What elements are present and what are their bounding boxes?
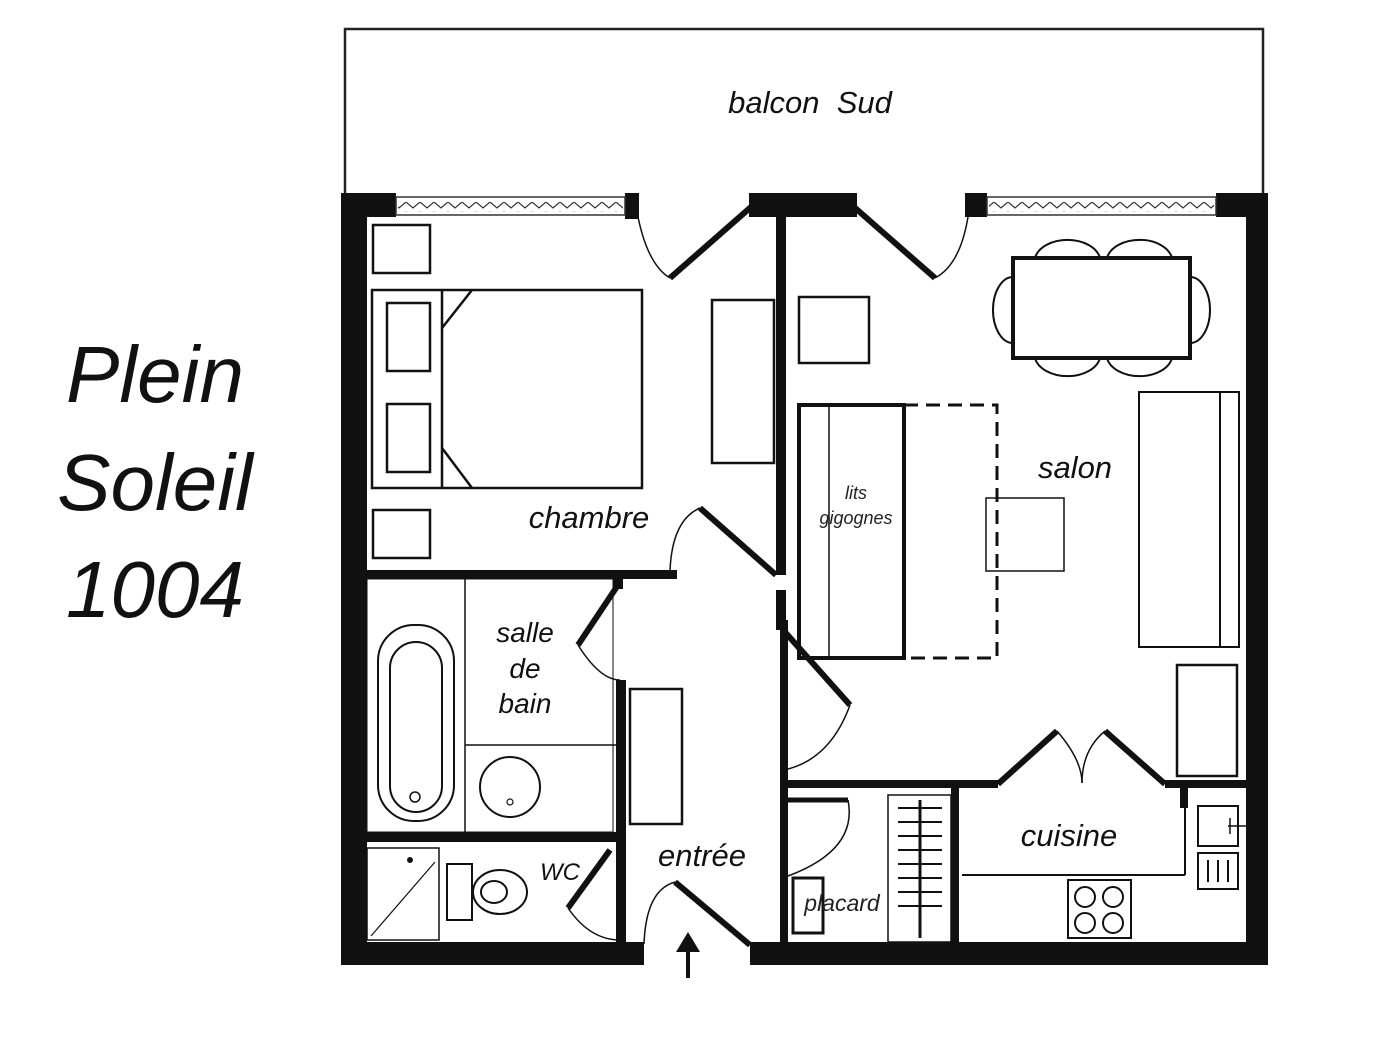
door-wc[interactable]: [565, 848, 621, 941]
door-salle-de-bain[interactable]: [575, 580, 623, 681]
label-cuisine: cuisine: [1021, 818, 1118, 853]
storage-cabinet: [628, 687, 684, 826]
label-gigognes: gigognes: [819, 508, 892, 528]
door-balcon-chambre[interactable]: [637, 204, 753, 281]
washbasin: [479, 756, 541, 818]
window-chambre: [395, 196, 626, 216]
door-salon[interactable]: [781, 629, 853, 771]
window-salon: [986, 196, 1217, 216]
nightstand-bottom: [371, 508, 432, 560]
label-salon: salon: [1038, 450, 1112, 485]
label-placard: placard: [803, 890, 881, 916]
door-placard[interactable]: [784, 797, 850, 877]
dining-table: [992, 238, 1211, 378]
tv-unit: [797, 295, 871, 365]
salon-furniture: [797, 238, 1240, 778]
entry-arrow-icon: [676, 932, 700, 978]
toilet: [446, 863, 528, 921]
title-line-number: 1004: [66, 545, 244, 634]
pillow-bottom: [385, 402, 432, 474]
kitchen-furniture: [962, 800, 1246, 939]
trundle-beds: [797, 403, 999, 660]
cooktop: [1067, 879, 1132, 939]
balcony: [343, 27, 1265, 195]
title-line-plein: Plein: [66, 330, 244, 419]
label-balcon: balcon Sud: [728, 85, 893, 120]
label-chambre: chambre: [529, 500, 650, 535]
sideboard: [1175, 663, 1239, 778]
double-bed: [370, 288, 644, 490]
drainer: [1197, 852, 1239, 890]
door-cuisine[interactable]: [995, 728, 1167, 787]
label-bain: bain: [499, 688, 552, 719]
label-salle: salle: [496, 617, 554, 648]
door-chambre[interactable]: [669, 505, 778, 578]
label-entree: entrée: [658, 838, 746, 873]
label-lits: lits: [845, 483, 867, 503]
placard-shelves: [791, 794, 952, 943]
coffee-table: [985, 497, 1065, 572]
bathtub: [377, 624, 455, 822]
sofa: [1138, 391, 1240, 648]
label-de: de: [509, 653, 540, 684]
door-entree[interactable]: [643, 879, 752, 948]
label-wc: WC: [540, 859, 581, 886]
wc-furniture: [366, 847, 528, 941]
bedroom-furniture: [370, 223, 776, 560]
wardrobe-chambre: [710, 298, 776, 465]
pillow-top: [385, 301, 432, 373]
door-balcon-salon[interactable]: [852, 204, 969, 281]
bathroom-furniture: [366, 578, 684, 833]
nightstand-top: [371, 223, 432, 275]
title-line-soleil: Soleil: [57, 438, 253, 527]
